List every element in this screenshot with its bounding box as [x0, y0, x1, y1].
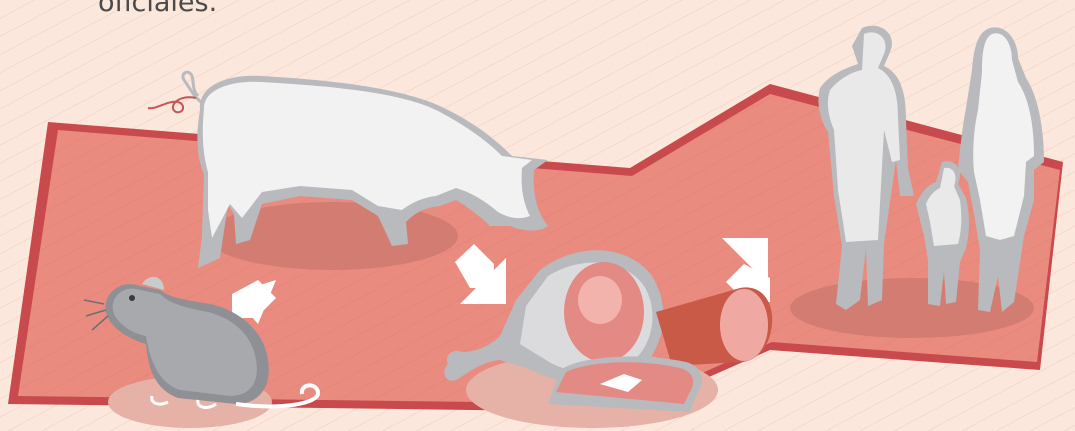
caption-text: oficiales. [98, 0, 217, 20]
family-shadow [790, 278, 1034, 338]
